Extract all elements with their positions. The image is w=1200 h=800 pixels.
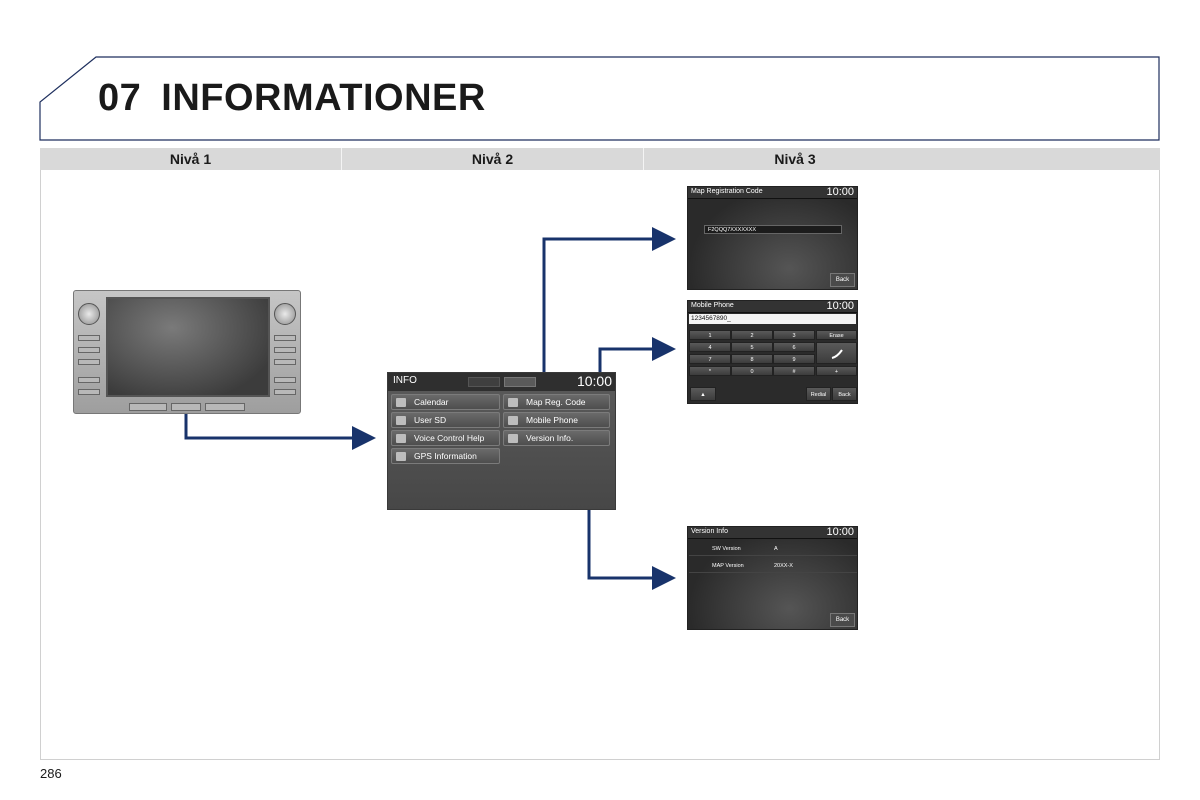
version-screen: Version Info 10:00 SW Version A MAP Vers… — [687, 526, 858, 630]
calendar-icon — [396, 398, 406, 407]
menu-item-voice-control-help[interactable]: Voice Control Help — [391, 430, 500, 446]
page-number: 286 — [40, 766, 62, 781]
call-button[interactable] — [816, 342, 857, 364]
menu-item-mobile-phone[interactable]: Mobile Phone — [503, 412, 610, 428]
key-5[interactable]: 5 — [731, 342, 773, 352]
device-bottom-button — [171, 403, 201, 411]
volume-knob — [78, 303, 100, 325]
phone-title: Mobile Phone — [691, 302, 734, 309]
map-version-value: 20XX-X — [774, 563, 793, 569]
sw-version-value: A — [774, 546, 778, 552]
menu-item-calendar[interactable]: Calendar — [391, 394, 500, 410]
device-button — [274, 359, 296, 365]
device-button — [78, 377, 100, 383]
key-7[interactable]: 7 — [689, 354, 731, 364]
device-button — [78, 389, 100, 395]
key-0[interactable]: 0 — [731, 366, 773, 376]
device-button — [274, 389, 296, 395]
map-reg-clock: 10:00 — [826, 186, 854, 198]
device-bottom-button — [129, 403, 167, 411]
phone-number-input[interactable]: 1234567890_ — [689, 314, 856, 324]
device-button — [78, 359, 100, 365]
map-reg-code-field: F2QQQ7XXXXXXX — [704, 225, 842, 234]
key-1[interactable]: 1 — [689, 330, 731, 340]
version-clock: 10:00 — [826, 526, 854, 538]
menu-item-version-info[interactable]: Version Info. — [503, 430, 610, 446]
plus-button[interactable]: + — [816, 366, 857, 376]
map-reg-title-bar: Map Registration Code 10:00 — [688, 187, 857, 199]
key-8[interactable]: 8 — [731, 354, 773, 364]
info-title: INFO — [393, 375, 417, 386]
back-button[interactable]: Back — [832, 387, 857, 401]
device-button — [274, 347, 296, 353]
level-header-bar: Nivå 1 Nivå 2 Nivå 3 — [40, 148, 1160, 170]
erase-button[interactable]: Erase — [816, 330, 857, 340]
version-title-bar: Version Info 10:00 — [688, 527, 857, 539]
chapter-title: INFORMATIONER — [161, 77, 486, 119]
call-icon — [831, 349, 843, 359]
back-button[interactable]: Back — [830, 613, 855, 627]
info-icon — [508, 434, 518, 443]
voice-icon — [396, 434, 406, 443]
device-button — [274, 377, 296, 383]
key-2[interactable]: 2 — [731, 330, 773, 340]
key-6[interactable]: 6 — [773, 342, 815, 352]
chapter-number: 07 — [98, 77, 142, 119]
head-unit-screen — [106, 297, 270, 397]
phone-clock: 10:00 — [826, 300, 854, 312]
key-4[interactable]: 4 — [689, 342, 731, 352]
device-button — [78, 347, 100, 353]
level-1-label: Nivå 1 — [40, 148, 342, 170]
menu-item-gps-information[interactable]: GPS Information — [391, 448, 500, 464]
phone-icon — [508, 416, 518, 425]
arrow-to-phone — [598, 337, 676, 372]
level-2-label: Nivå 2 — [342, 148, 644, 170]
gps-icon — [396, 452, 406, 461]
arrow-to-version — [587, 510, 676, 590]
key-9[interactable]: 9 — [773, 354, 815, 364]
key-hash[interactable]: # — [773, 366, 815, 376]
map-reg-title: Map Registration Code — [691, 188, 763, 195]
info-tab-1[interactable] — [468, 377, 500, 387]
info-clock: 10:00 — [576, 373, 612, 389]
info-title-bar: INFO 10:00 — [388, 373, 615, 391]
redial-button[interactable]: Redial — [806, 387, 831, 401]
map-reg-screen: Map Registration Code 10:00 F2QQQ7XXXXXX… — [687, 186, 858, 290]
device-bottom-button — [205, 403, 245, 411]
back-button[interactable]: Back — [830, 273, 855, 287]
level-3-label: Nivå 3 — [774, 151, 816, 167]
sd-card-icon — [396, 416, 406, 425]
info-tab-2[interactable] — [504, 377, 536, 387]
page-title: 07 INFORMATIONER — [98, 77, 486, 120]
sw-version-label: SW Version — [712, 546, 741, 552]
arrow-to-map-reg — [542, 227, 676, 372]
phone-screen: Mobile Phone 10:00 1234567890_ 1 2 3 4 5… — [687, 300, 858, 404]
map-version-label: MAP Version — [712, 563, 744, 569]
version-divider — [689, 572, 857, 573]
device-button — [274, 335, 296, 341]
map-icon — [508, 398, 518, 407]
head-unit-device — [73, 290, 301, 414]
version-title: Version Info — [691, 528, 728, 535]
up-arrow-button[interactable]: ▲ — [690, 387, 716, 401]
info-screen: INFO 10:00 Calendar User SD Voice Contro… — [387, 372, 616, 510]
menu-item-map-reg-code[interactable]: Map Reg. Code — [503, 394, 610, 410]
device-button — [78, 335, 100, 341]
phone-title-bar: Mobile Phone 10:00 — [688, 301, 857, 313]
content-box — [40, 170, 1160, 760]
arrow-to-info — [184, 412, 376, 450]
version-divider — [689, 555, 857, 556]
header-frame — [39, 56, 1160, 141]
key-star[interactable]: * — [689, 366, 731, 376]
key-3[interactable]: 3 — [773, 330, 815, 340]
menu-item-user-sd[interactable]: User SD — [391, 412, 500, 428]
tune-knob — [274, 303, 296, 325]
